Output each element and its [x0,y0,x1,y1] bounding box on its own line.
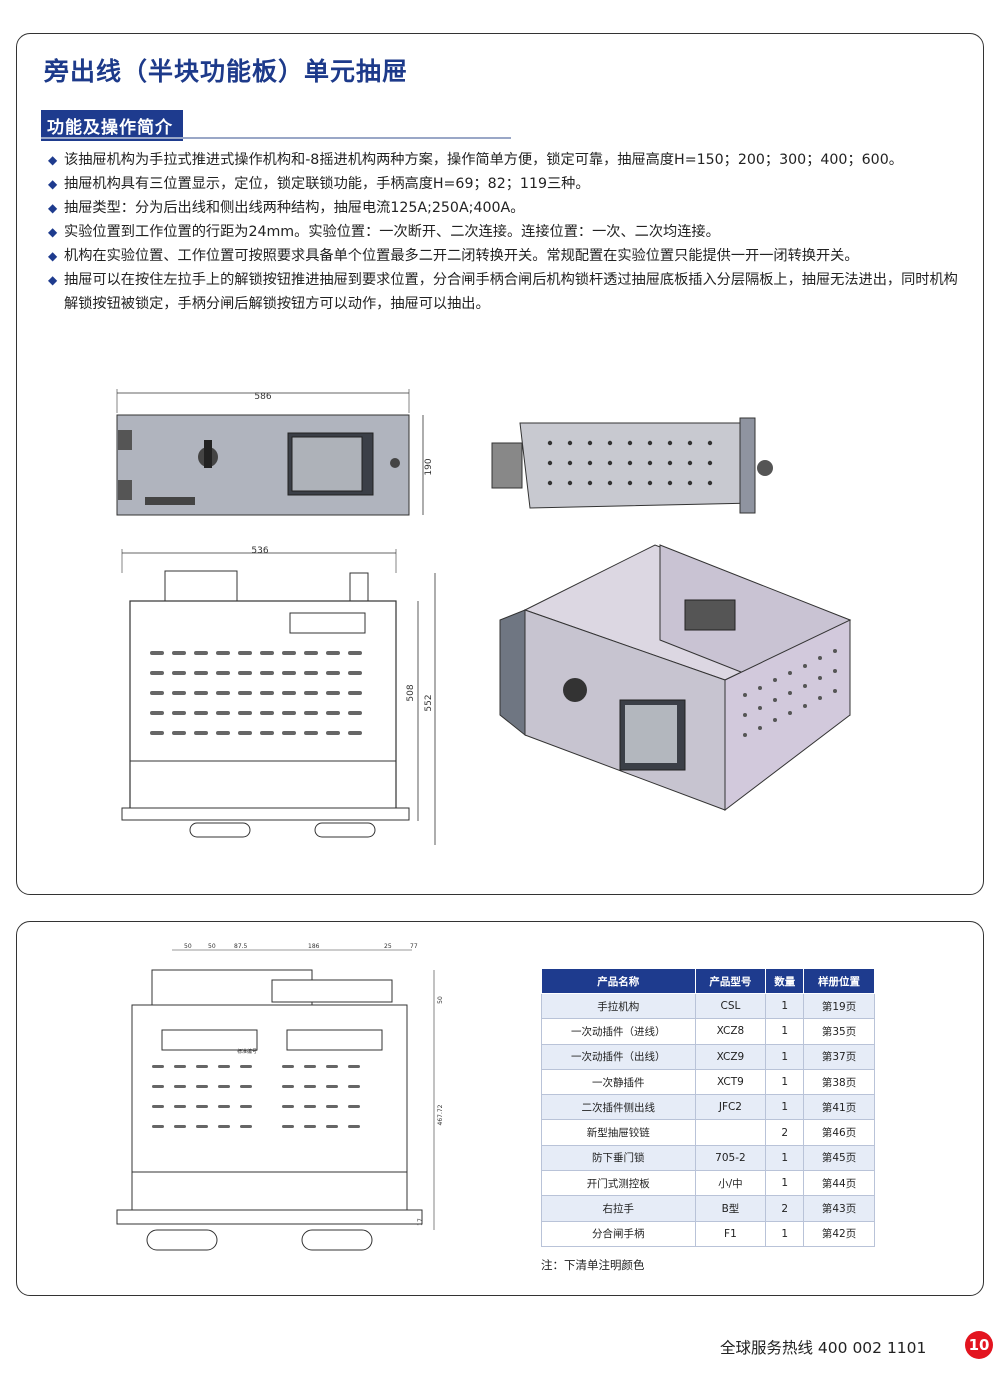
detail-drawing: 50 50 87.5 186 25 77 标准编号 50 467.72 17 [116,943,444,1251]
list-item: ◆该抽屉机构为手拉式推进式操作机构和-8摇进机构两种方案，操作简单方便，锁定可靠… [48,148,960,172]
section-underline [41,137,511,139]
dim-width: 536 [251,546,268,556]
list-item: ◆抽屉可以在按住左拉手上的解锁按钮推进抽屉到要求位置，分合闸手柄合闸后机构锁杆透… [48,268,960,316]
list-item: ◆抽屉类型：分为后出线和侧出线两种结构，抽屉电流125A;250A;400A。 [48,196,960,220]
diamond-icon: ◆ [48,249,58,263]
dim-right: 50 [437,996,444,1004]
column-header: 样册位置 [803,968,875,994]
front-view-drawing: 586 190 [116,389,434,516]
diamond-icon: ◆ [48,153,58,167]
isometric-drawing [499,544,852,812]
top-view-drawing: 536 508 552 [121,546,436,845]
list-item: ◆机构在实验位置、工作位置可按照要求具备单个位置最多二开二闭转换开关。常规配置在… [48,244,960,268]
dim-right: 467.72 [437,1104,444,1125]
column-header: 数量 [765,968,805,994]
side-view-drawing [491,417,773,514]
dim-width: 586 [254,392,271,402]
dim-right: 17 [417,1218,424,1226]
page-title: 旁出线（半块功能板）单元抽屉 [44,57,409,86]
page-number-badge: 10 [965,1331,993,1359]
table-note: 注：下清单注明颜色 [541,1258,645,1272]
diamond-icon: ◆ [48,177,58,191]
dim-height: 190 [424,458,434,475]
table-header-row: 产品名称 产品型号 数量 样册位置 [541,968,875,994]
column-header: 产品型号 [694,968,767,994]
feature-list: ◆该抽屉机构为手拉式推进式操作机构和-8摇进机构两种方案，操作简单方便，锁定可靠… [48,148,960,316]
dim-top: 186 [308,943,320,950]
dim-depth-inner: 508 [406,684,416,701]
diamond-icon: ◆ [48,201,58,215]
dim-top: 77 [410,943,418,950]
list-item: ◆实验位置到工作位置的行距为24mm。实验位置：一次断开、二次连接。连接位置：一… [48,220,960,244]
dim-top: 50 [184,943,192,950]
inner-label: 标准编号 [237,1048,257,1055]
diamond-icon: ◆ [48,273,58,287]
dim-depth-outer: 552 [424,694,434,711]
dim-top: 87.5 [234,943,248,950]
diamond-icon: ◆ [48,225,58,239]
list-item: ◆抽屉机构具有三位置显示，定位，锁定联锁功能，手柄高度H=69；82；119三种… [48,172,960,196]
dim-top: 50 [208,943,216,950]
dim-top: 25 [384,943,392,950]
column-header: 产品名称 [541,968,696,994]
service-hotline: 全球服务热线 400 002 1101 [720,1339,927,1357]
section-heading: 功能及操作简介 [41,110,183,141]
